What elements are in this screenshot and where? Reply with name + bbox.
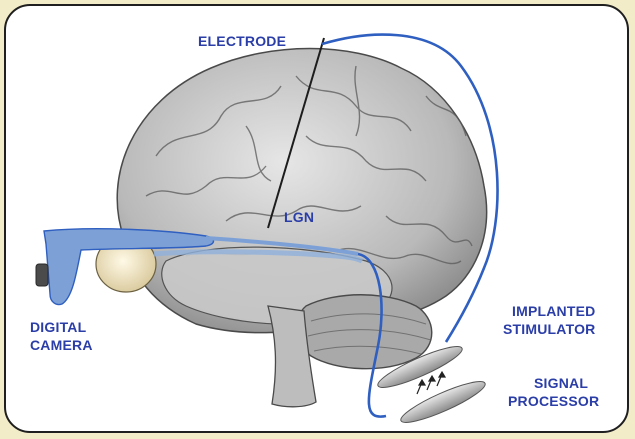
brain-illustration xyxy=(6,6,627,431)
electrode-label: ELECTRODE xyxy=(198,32,286,50)
implanted-label: IMPLANTED xyxy=(512,302,595,320)
lgn-label: LGN xyxy=(284,208,314,226)
cerebellum xyxy=(297,295,432,369)
signal-label: SIGNAL xyxy=(534,374,588,392)
digital-label: DIGITAL xyxy=(30,318,86,336)
stimulator-label: STIMULATOR xyxy=(503,320,595,338)
signal-processor xyxy=(397,375,488,429)
diagram-frame: ELECTRODE LGN DIGITAL CAMERA IMPLANTED S… xyxy=(4,4,629,433)
processor-label: PROCESSOR xyxy=(508,392,599,410)
camera-label: CAMERA xyxy=(30,336,93,354)
camera-icon xyxy=(36,264,48,286)
